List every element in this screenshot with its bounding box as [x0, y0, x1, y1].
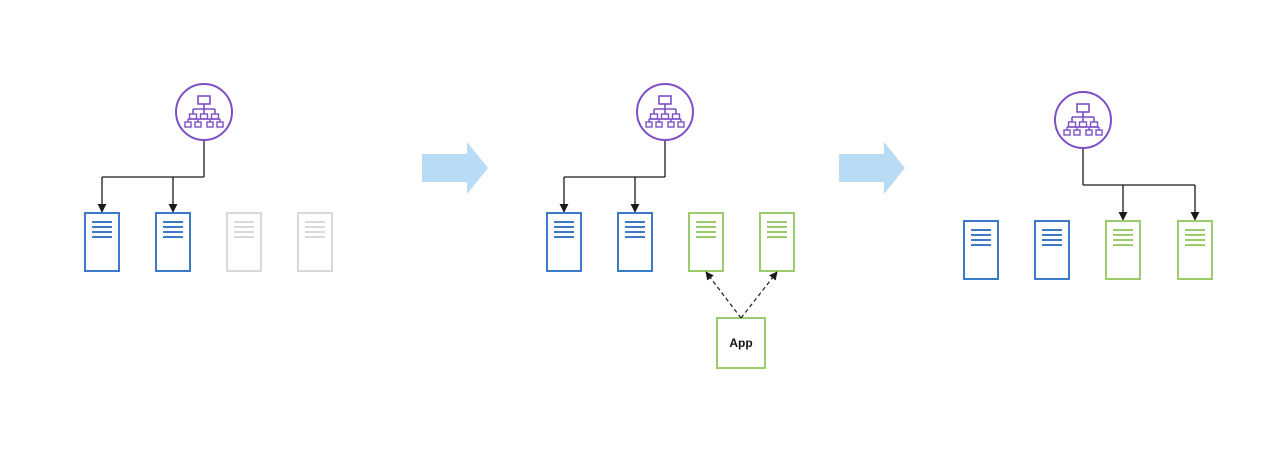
server-body	[1034, 220, 1070, 280]
hierarchy-leaf-node	[206, 121, 214, 128]
stage-2: App	[546, 83, 795, 369]
server-icon	[963, 220, 999, 280]
right-arrow-icon	[839, 142, 905, 194]
deploy-arrow	[740, 271, 778, 319]
server-icon	[84, 212, 120, 272]
hierarchy-leaf-node	[667, 121, 675, 128]
stage-1	[84, 83, 333, 272]
hierarchy-leaf-node	[1073, 129, 1081, 136]
server-icon	[1105, 220, 1141, 280]
hierarchy-mid-node	[1067, 121, 1077, 128]
server-icon	[1034, 220, 1070, 280]
routing-connector	[1082, 148, 1200, 221]
app-box: App	[705, 271, 778, 369]
stage-3	[963, 91, 1213, 280]
hierarchy-leaf-node	[216, 121, 224, 128]
server-icon	[1177, 220, 1213, 280]
server-body	[1105, 220, 1141, 280]
transition-arrows	[422, 142, 905, 194]
hierarchy-mid-node	[1078, 121, 1088, 128]
server-icon	[546, 212, 582, 272]
server-icon	[688, 212, 724, 272]
right-arrow-icon	[422, 142, 488, 194]
hierarchy-mid-node	[210, 113, 220, 120]
hierarchy-mid-node	[199, 113, 209, 120]
stages: App	[84, 83, 1213, 369]
hierarchy-mid-node	[660, 113, 670, 120]
load-balancer-icon	[175, 83, 233, 141]
hierarchy-leaf-node	[677, 121, 685, 128]
hierarchy-mid-node	[649, 113, 659, 120]
hierarchy-leaf-node	[655, 121, 663, 128]
hierarchy-leaf-node	[645, 121, 653, 128]
hierarchy-leaf-node	[194, 121, 202, 128]
hierarchy-mid-node	[188, 113, 198, 120]
deploy-arrow	[705, 271, 742, 319]
load-balancer-icon	[1054, 91, 1112, 149]
hierarchy-leaf-node	[1063, 129, 1071, 136]
hierarchy-leaf-node	[1085, 129, 1093, 136]
server-icon	[617, 212, 653, 272]
routing-connector	[559, 140, 666, 213]
hierarchy-mid-node	[1089, 121, 1099, 128]
server-icon	[297, 212, 333, 272]
server-icon	[759, 212, 795, 272]
load-balancer-icon	[636, 83, 694, 141]
server-icon	[226, 212, 262, 272]
hierarchy-leaf-node	[184, 121, 192, 128]
app-label: App	[729, 336, 752, 350]
hierarchy-mid-node	[671, 113, 681, 120]
routing-connector	[97, 140, 205, 213]
server-icon	[155, 212, 191, 272]
hierarchy-leaf-node	[1095, 129, 1103, 136]
